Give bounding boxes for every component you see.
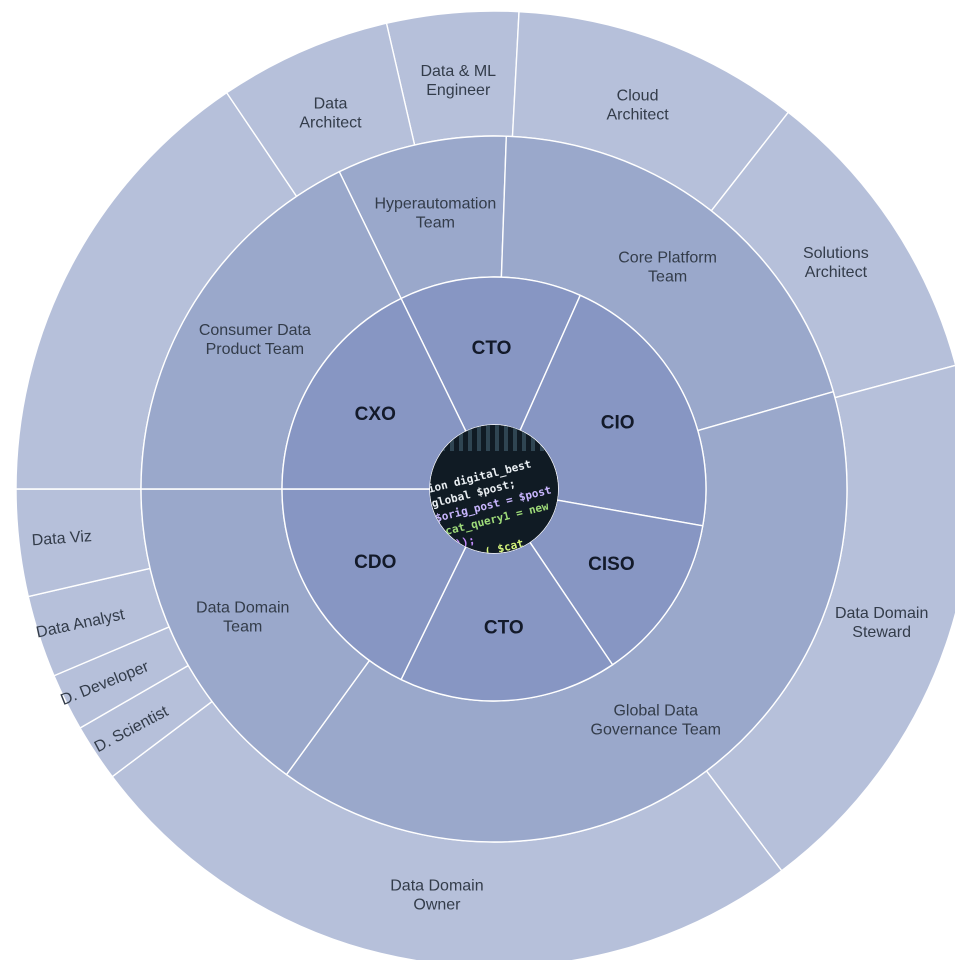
inner-label-cto: CTO <box>472 338 512 359</box>
inner-ring <box>281 276 707 702</box>
inner-label-cxo: CXO <box>355 404 396 425</box>
outer-ring <box>15 10 955 960</box>
inner-label-ciso: CISO <box>588 554 634 575</box>
middle-ring <box>140 135 848 843</box>
inner-label-cdo: CDO <box>354 552 396 573</box>
outer-label-data-viz: Data Viz <box>31 528 92 549</box>
inner-label-cio: CIO <box>601 412 635 433</box>
inner-label-cto: CTO <box>484 618 524 639</box>
